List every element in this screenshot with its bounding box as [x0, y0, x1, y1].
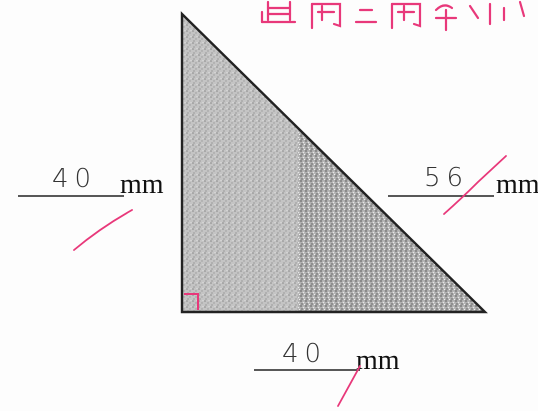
hypotenuse-value: 56 [424, 163, 469, 193]
hypotenuse-unit: mm [496, 169, 538, 200]
hypotenuse-label: 56 mm [388, 155, 538, 215]
left-side-value: 40 [52, 164, 97, 194]
left-side-label: 40 mm [18, 164, 164, 251]
left-side-unit: mm [120, 169, 164, 200]
left-check-mark [73, 209, 133, 251]
right-triangle [180, 11, 488, 314]
right-angle-marker [184, 293, 199, 310]
right-check-mark [443, 155, 507, 215]
handwritten-header-scribble [260, 0, 526, 32]
bottom-side-value: 40 [282, 339, 327, 369]
bottom-side-unit: mm [356, 345, 400, 376]
bottom-check-mark [337, 365, 361, 407]
bottom-side-label: 40 mm [254, 339, 400, 407]
